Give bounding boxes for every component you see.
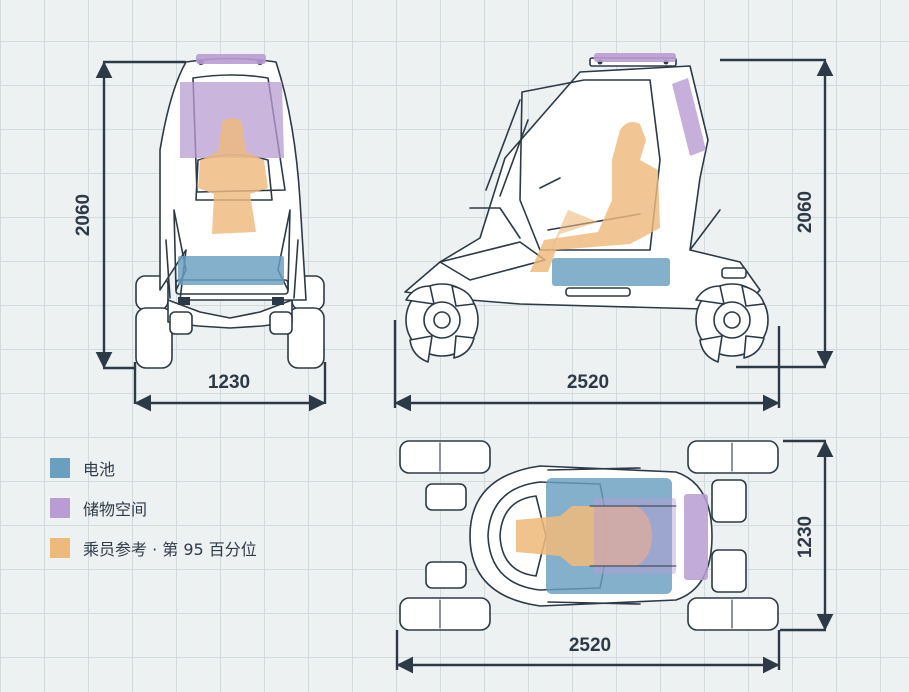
side-view bbox=[404, 53, 769, 363]
legend-item-storage: 储物空间 bbox=[50, 488, 257, 528]
legend-label-occupant: 乘员参考 · 第 95 百分位 bbox=[83, 540, 257, 559]
top-width-label: 1230 bbox=[795, 516, 816, 558]
storage-swatch-icon bbox=[50, 498, 70, 518]
side-height-label: 2060 bbox=[795, 191, 816, 233]
front-width-label: 1230 bbox=[208, 372, 250, 393]
front-view bbox=[135, 54, 325, 369]
battery-swatch-icon bbox=[50, 458, 70, 478]
legend-item-occupant: 乘员参考 · 第 95 百分位 bbox=[50, 528, 257, 568]
top-length-label: 2520 bbox=[569, 635, 611, 656]
legend-item-battery: 电池 bbox=[50, 448, 257, 488]
legend-label-battery: 电池 bbox=[83, 460, 116, 479]
legend: 电池 储物空间 乘员参考 · 第 95 百分位 bbox=[50, 448, 257, 568]
legend-label-storage: 储物空间 bbox=[83, 500, 148, 519]
front-height-label: 2060 bbox=[73, 194, 94, 236]
side-length-label: 2520 bbox=[567, 372, 609, 393]
occupant-swatch-icon bbox=[50, 538, 70, 558]
top-view bbox=[399, 440, 779, 631]
